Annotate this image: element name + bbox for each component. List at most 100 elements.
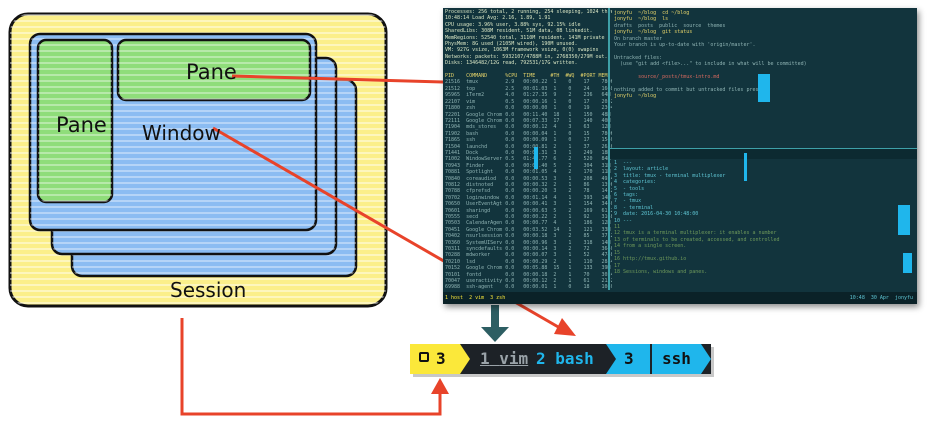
terminal-status-line: 1 host 2 vim 3 zsh 10:48 30 Apr jonyfu xyxy=(443,292,917,304)
terminal-line: 6 tags: xyxy=(614,192,639,199)
terminal-line: 95965 iTerm2 4.0 01:27.35 9 2 236 64M xyxy=(445,92,611,99)
terminal-line: 70555 secd 0.0 00:00.22 2 1 92 3168K xyxy=(445,214,612,220)
terminal-line: 21512 top 2.5 00:01.03 1 0 24 1668K xyxy=(445,85,612,92)
terminal-line: 5 - tools xyxy=(614,185,645,192)
terminal-line: 10:48:14 Load Avg: 2.16, 1.89, 1.91 xyxy=(445,15,551,22)
cursor-mark xyxy=(898,205,910,235)
terminal-line: nothing added to commit but untracked fi… xyxy=(614,86,768,93)
terminal-line: 72111 Google Chrom 0.0 00:07.33 17 1 140… xyxy=(445,117,611,124)
terminal-status-left: 1 host 2 vim 3 zsh xyxy=(445,295,506,301)
session-segment[interactable]: 3 xyxy=(410,344,470,374)
terminal-line: 70702 loginwindow 0.0 00:01.14 4 1 393 1… xyxy=(445,194,611,201)
window-tab-2[interactable]: 2 bash xyxy=(536,344,594,374)
terminal-line: 71902 bash 0.0 00:00.04 1 0 15 780K xyxy=(445,130,612,137)
terminal-line: 70503 CalendarAgen 0.0 00:00.77 4 1 186 … xyxy=(445,220,611,227)
terminal-line: jonyfu ~/blog ls xyxy=(614,16,669,23)
terminal-line: 70451 Google Chrom 0.0 00:03.52 14 1 121… xyxy=(445,226,611,233)
terminal-line: 16 http://tmux.github.io xyxy=(614,256,687,263)
cursor-mark xyxy=(903,253,912,273)
pane-left-box xyxy=(36,38,114,204)
terminal-screenshot: Processes: 256 total, 2 running, 254 sle… xyxy=(443,8,917,304)
terminal-line: 70840 coreaudiod 0.0 00:00.53 3 1 208 49… xyxy=(445,175,612,182)
terminal-line: On branch master xyxy=(614,35,663,42)
terminal-line: 70311 syncdefaults 0.0 00:00.14 3 2 72 3… xyxy=(445,246,612,253)
terminal-line: Processes: 256 total, 2 running, 254 sle… xyxy=(445,9,612,15)
terminal-line: 18 Sessions, windows and panes. xyxy=(614,268,708,275)
pane-left-label: Pane xyxy=(56,113,107,137)
window-tab-name: ssh xyxy=(662,349,691,368)
terminal-line: 15 xyxy=(614,249,621,256)
terminal-line: 70047 useractivity 0.0 00:00.12 2 1 61 2… xyxy=(445,278,612,285)
square-icon xyxy=(419,352,429,362)
terminal-line: 71865 ssh 0.0 00:00.09 1 0 17 1540K xyxy=(445,137,612,144)
terminal-line: 13 of terminals to be created, accessed,… xyxy=(614,236,780,243)
terminal-line: 3 title: tmux - terminal multiplexer xyxy=(614,172,726,179)
session-label: Session xyxy=(170,278,247,302)
terminal-line: 21516 tmux 2.9 00:00.22 1 0 17 780K xyxy=(445,79,612,86)
pane-divider-vertical xyxy=(608,8,610,290)
terminal-line: 12 tmux is a terminal multiplexer: it en… xyxy=(614,230,777,237)
terminal-line: 1 --- xyxy=(614,160,633,166)
window-tab-index: 2 xyxy=(536,349,546,368)
terminal-line: 22107 vim 0.5 00:00.16 1 0 17 2052K xyxy=(445,98,612,105)
terminal-line: 8 - terminal xyxy=(614,204,654,211)
terminal-line: Networks: packets: 5932107/4788M in, 276… xyxy=(445,53,608,60)
segment-divider xyxy=(650,344,652,374)
terminal-line: 70101 fontd 0.0 00:00.18 2 1 70 3024K xyxy=(445,271,612,278)
terminal-line: CPU usage: 3.96% user, 3.88% sys, 92.15%… xyxy=(445,21,581,28)
terminal-line: 70210 lsd 0.0 00:00.29 2 1 110 2884K xyxy=(445,258,612,265)
terminal-line: 17 xyxy=(614,262,621,269)
terminal-line: PID COMMAND %CPU TIME #TH #WQ #PORT MEM xyxy=(445,73,608,80)
down-arrow xyxy=(481,305,509,342)
terminal-line: PhysMem: 8G used (2105M wired), 190M unu… xyxy=(445,41,578,48)
terminal-line: jonyfu ~/blog cd ~/blog xyxy=(614,10,690,16)
terminal-line: Untracked files: xyxy=(614,54,663,61)
terminal-line: 70788 cfprefsd 0.0 00:00.20 3 2 78 1412K xyxy=(445,188,612,195)
window-tab-name: vim xyxy=(499,349,529,368)
terminal-pane-top: Processes: 256 total, 2 running, 254 sle… xyxy=(443,8,612,292)
terminal-line: Disks: 1346482/12G read, 792531/17G writ… xyxy=(445,60,578,67)
terminal-line: 70812 distnoted 0.0 00:00.32 2 1 86 1396… xyxy=(445,181,612,188)
cursor-mark xyxy=(744,153,747,181)
terminal-line: 72201 Google Chrom 0.0 00:11.40 18 1 150… xyxy=(445,111,611,118)
terminal-line: 70152 Google Chrom 0.0 00:05.88 15 1 133… xyxy=(445,265,611,272)
cursor-mark xyxy=(758,74,770,102)
terminal-line: 4 categories: xyxy=(614,179,657,186)
terminal-line: Your branch is up-to-date with 'origin/m… xyxy=(614,42,756,49)
tmux-status-bar: 3 1 vim 2 bash 3 ssh xyxy=(410,344,711,374)
window-tab-active[interactable]: 3 ssh xyxy=(606,344,711,374)
session-number: 3 xyxy=(436,349,446,368)
terminal-line: 71504 launchd 0.0 00:00.81 2 1 37 2656K xyxy=(445,143,612,150)
terminal-line: 70402 nsurlsession 0.0 00:00.18 3 2 85 3… xyxy=(445,233,612,240)
terminal-line: VM: 927G vsize, 1063M framework vsize, 0… xyxy=(445,47,599,54)
terminal-line: 14 from a single screen. xyxy=(614,243,687,250)
terminal-line: 70881 Spotlight 0.0 00:01.05 4 2 170 11M xyxy=(445,169,611,176)
cursor-mark xyxy=(534,147,538,169)
terminal-line: 71904 mds_stores 0.0 00:00.12 4 3 63 12M xyxy=(445,124,611,131)
terminal-line: (use "git add <file>..." to include in w… xyxy=(614,61,807,68)
window-tab-name: bash xyxy=(555,349,594,368)
session-arrow xyxy=(180,318,449,416)
window-tab-1[interactable]: 1 vim xyxy=(480,344,528,374)
terminal-line: 10 --- xyxy=(614,217,633,224)
window-tab-index: 3 xyxy=(624,349,634,368)
window-label: Window xyxy=(142,121,221,145)
terminal-line: drafts posts public source themes xyxy=(614,22,726,29)
terminal-line: MemRegions: 52540 total, 3110M resident,… xyxy=(445,34,605,41)
terminal-line: 69988 ssh-agent 0.0 00:00.01 1 0 18 1080… xyxy=(445,284,612,291)
pane-top-box xyxy=(116,38,312,102)
window-tab-index: 1 xyxy=(480,349,490,368)
terminal-line: 11 xyxy=(614,224,621,231)
pane-top-label: Pane xyxy=(186,60,237,84)
terminal-line: 71002 WindowServer 0.5 01:45.77 6 2 520 … xyxy=(445,156,611,163)
terminal-line: jonyfu ~/blog git status xyxy=(614,29,693,36)
terminal-line: 70601 sharingd 0.0 00:00.63 5 2 169 6112… xyxy=(445,207,612,214)
terminal-status-right: 10:48 30 Apr jonyfu xyxy=(849,295,913,301)
terminal-line: 71800 zsh 0.0 00:00.00 1 0 19 2304K xyxy=(445,105,612,112)
terminal-line: 70288 mdworker 0.0 00:00.07 3 1 52 4748K xyxy=(445,252,612,259)
terminal-line: 9 date: 2016-04-30 10:48:00 xyxy=(614,211,699,218)
terminal-line: jonyfu ~/blog xyxy=(614,93,660,100)
